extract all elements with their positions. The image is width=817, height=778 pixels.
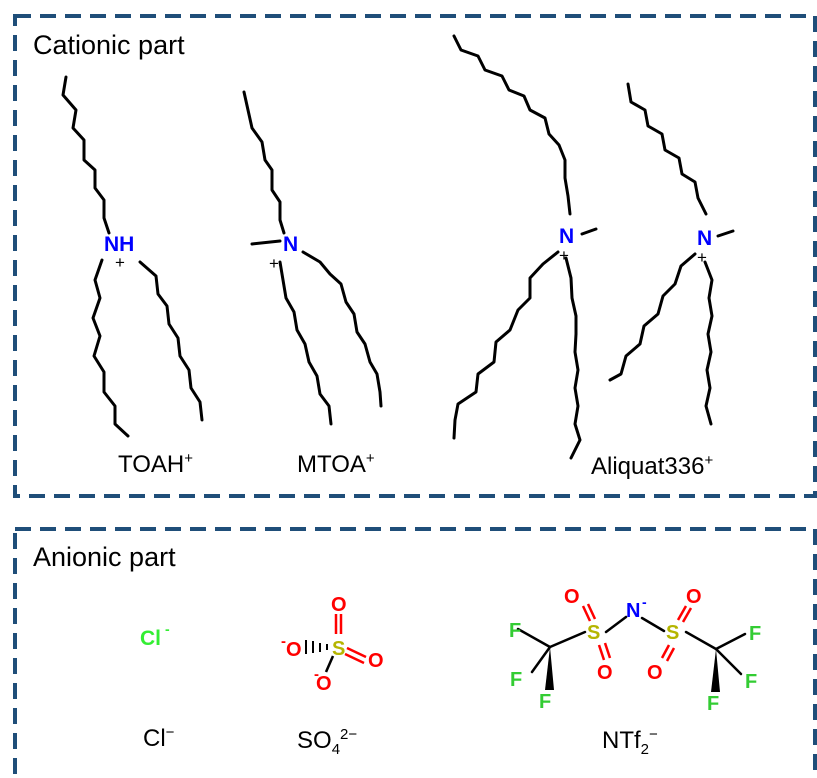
plus-charge: +	[269, 254, 279, 273]
fluorine-label: F	[745, 671, 757, 693]
alkyl-chain-7	[452, 34, 572, 216]
cation-caption-toah: TOAH+	[118, 450, 193, 479]
anion-name: NTf	[602, 727, 641, 754]
plus-charge: +	[697, 248, 707, 267]
ammonium-nh-label: NH	[104, 233, 134, 256]
minus-charge: -	[642, 594, 647, 610]
sulfur-label: S	[587, 622, 600, 644]
oxygen-right-label: O	[368, 650, 384, 672]
cation-caption-aliquat336: Aliquat336+	[591, 452, 713, 481]
anion-charge: −	[649, 726, 658, 743]
alkyl-chain-13	[608, 252, 697, 382]
oxygen-left-label: O	[286, 639, 302, 661]
anion-subscript: 4	[331, 740, 341, 758]
alkyl-chain-12	[716, 229, 735, 238]
wedge-bond	[545, 647, 554, 690]
alkyl-chain-2	[138, 260, 204, 422]
ntf2-structure: S S N - O O O O F F F F F F	[509, 586, 761, 715]
cation-name: TOAH	[118, 451, 185, 478]
alkyl-chain-6	[301, 250, 383, 408]
cation-charge: +	[704, 452, 714, 469]
alkyl-chain-3	[242, 90, 286, 235]
plus-charge: +	[115, 253, 125, 272]
alkyl-chain-5	[278, 260, 333, 426]
oxygen-label: O	[597, 662, 613, 684]
alkyl-chain-8	[580, 227, 598, 236]
hashed-bond	[305, 640, 328, 654]
minus-charge: -	[314, 666, 319, 683]
alkyl-chain-4	[250, 239, 282, 246]
oxygen-label: O	[686, 586, 702, 608]
chloride-structure: Cl -	[140, 621, 170, 650]
sulfur-label: S	[666, 622, 679, 644]
anionic-panel-border	[13, 527, 817, 778]
anion-caption-chloride: Cl−	[143, 724, 174, 753]
oxygen-bottom-label: O	[316, 673, 332, 695]
mtoa-center: N +	[269, 233, 298, 273]
fluorine-label: F	[749, 623, 761, 645]
sulfur-label: S	[332, 638, 345, 660]
nitrogen-label: N	[626, 600, 640, 622]
fluorine-label: F	[510, 669, 522, 691]
alkyl-chain-14	[703, 260, 714, 426]
cation-caption-mtoa: MTOA+	[297, 450, 375, 479]
anion-name: SO	[297, 727, 332, 754]
oxygen-label: O	[564, 586, 580, 608]
aliquat-center-1: N +	[559, 225, 574, 265]
alkyl-chain-10	[564, 256, 582, 460]
anion-name: Cl	[143, 725, 166, 752]
anion-subscript: 2	[640, 740, 650, 758]
oxygen-top-label: O	[331, 594, 347, 616]
cation-charge: +	[365, 450, 375, 467]
alkyl-chain-9	[452, 250, 560, 440]
toah-center: NH +	[104, 233, 134, 272]
cationic-panel-title: Cationic part	[33, 30, 185, 60]
cation-name: MTOA	[297, 451, 366, 478]
oxygen-label: O	[647, 662, 663, 684]
cation-charge: +	[184, 450, 193, 467]
nitrogen-label: N	[283, 233, 298, 256]
sulfate-structure: S O O O - O -	[281, 594, 384, 695]
fluorine-label: F	[707, 693, 719, 715]
cation-name: Aliquat336	[591, 453, 705, 480]
anion-charge: 2−	[340, 726, 358, 743]
minus-charge: -	[165, 621, 170, 637]
nitrogen-label: N	[559, 225, 574, 248]
fluorine-label: F	[539, 691, 551, 713]
aliquat-center-2: N +	[697, 227, 712, 267]
wedge-bond	[711, 649, 720, 692]
alkyl-chain-1	[91, 258, 130, 438]
plus-charge: +	[559, 246, 569, 265]
nitrogen-label: N	[697, 227, 712, 250]
cationic-panel-border	[13, 14, 817, 498]
minus-charge: -	[281, 633, 286, 650]
anion-caption-ntf2: NTf2−	[602, 726, 658, 758]
anionic-panel-title: Anionic part	[33, 542, 176, 572]
chloride-label: Cl	[140, 627, 161, 650]
fluorine-label: F	[509, 620, 521, 642]
skeletal-bonds	[61, 34, 735, 460]
anion-charge: −	[165, 724, 175, 741]
anion-caption-sulfate: SO42−	[297, 726, 357, 758]
alkyl-chain-0	[61, 75, 111, 235]
alkyl-chain-11	[626, 82, 708, 216]
